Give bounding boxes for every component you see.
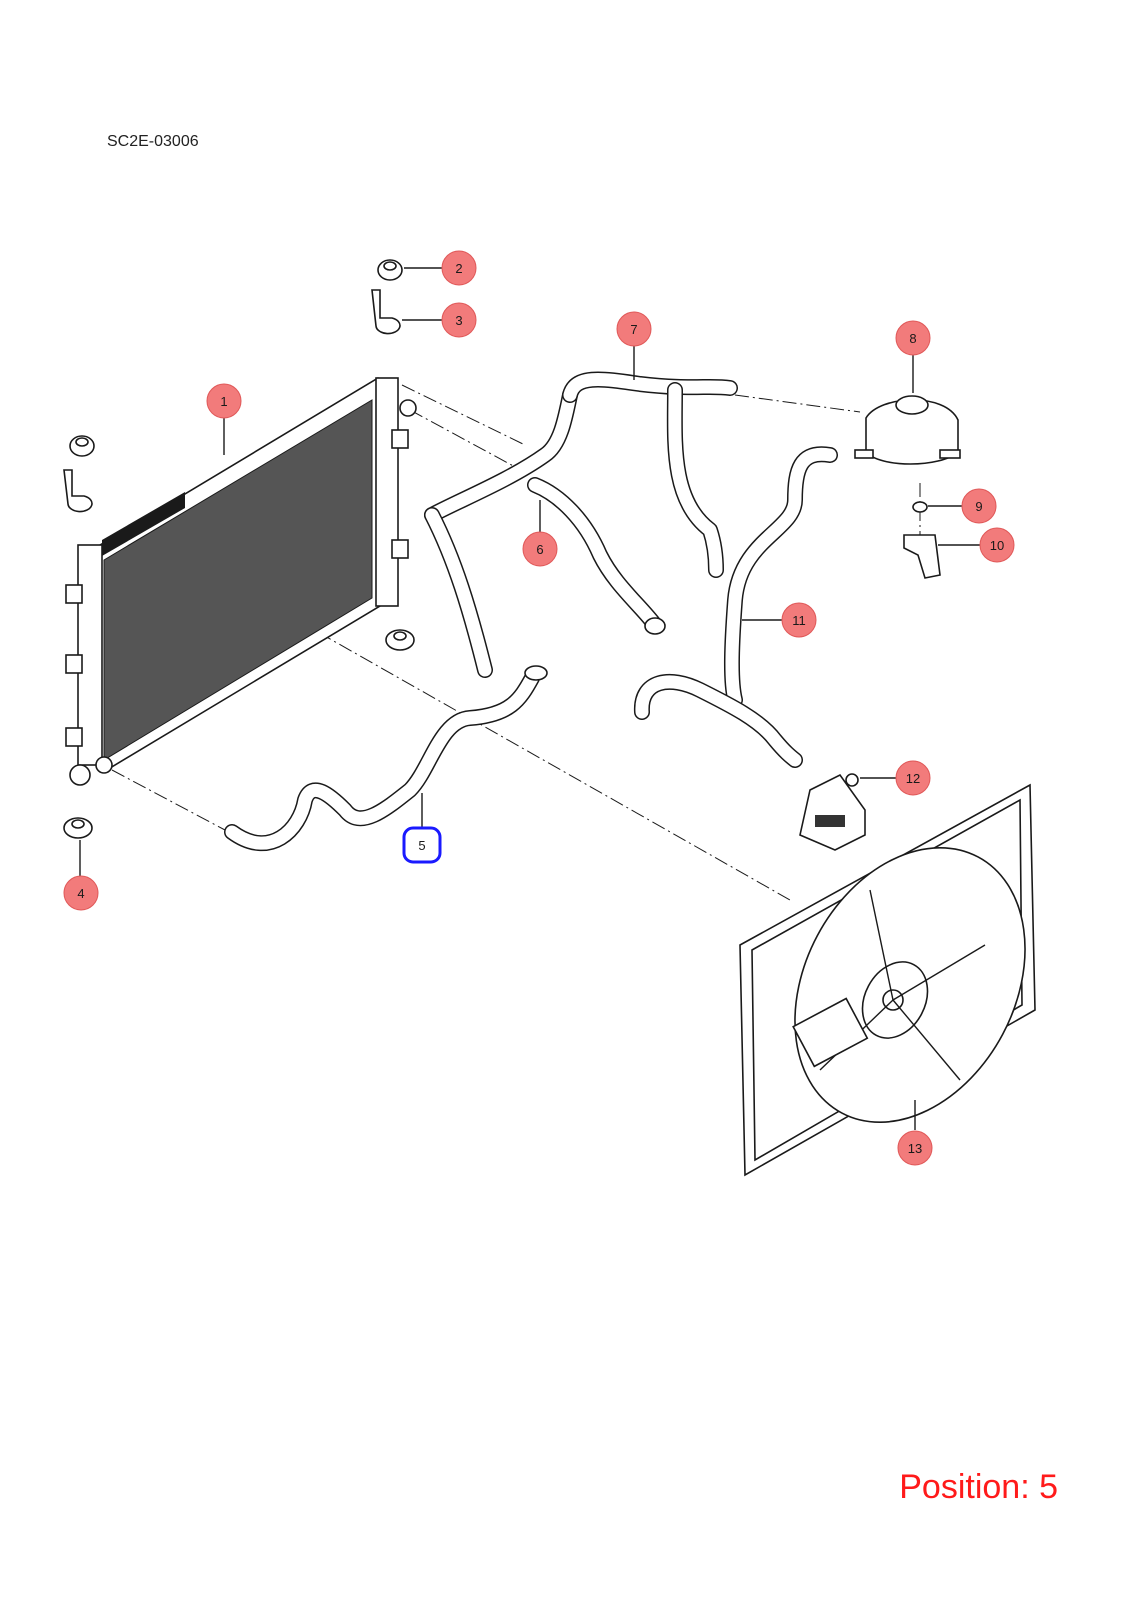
callout-11-label: 11 — [792, 613, 806, 628]
callout-13[interactable]: 13 — [897, 1130, 933, 1166]
lower-radiator-hose-part[interactable] — [224, 665, 548, 852]
callout-2[interactable]: 2 — [441, 250, 477, 286]
callout-leaders — [79, 267, 980, 1130]
callout-7[interactable]: 7 — [616, 311, 652, 347]
callout-1-label: 1 — [220, 394, 227, 409]
callout-10[interactable]: 10 — [979, 527, 1015, 563]
callout-1[interactable]: 1 — [206, 383, 242, 419]
selected-position-label: Position: 5 — [899, 1468, 1058, 1506]
callout-11[interactable]: 11 — [781, 602, 817, 638]
diagram-reference-code: SC2E-03006 — [107, 133, 199, 150]
callout-7-label: 7 — [630, 322, 637, 337]
callout-4-label: 4 — [77, 886, 84, 901]
callout-9-label: 9 — [975, 499, 982, 514]
tank-bracket-part[interactable] — [903, 534, 941, 579]
callout-4[interactable]: 4 — [63, 875, 99, 911]
expansion-tank-part[interactable] — [854, 395, 961, 465]
callout-9[interactable]: 9 — [961, 488, 997, 524]
callout-10-label: 10 — [990, 538, 1004, 553]
callout-12[interactable]: 12 — [895, 760, 931, 796]
upper-radiator-hose-part[interactable] — [424, 387, 666, 678]
callout-2-label: 2 — [455, 261, 462, 276]
callout-13-label: 13 — [908, 1141, 922, 1156]
vent-hose-part[interactable] — [562, 371, 738, 578]
callout-3-label: 3 — [455, 313, 462, 328]
callout-12-label: 12 — [906, 771, 920, 786]
electric-water-pump-part[interactable] — [799, 773, 866, 851]
callout-6-label: 6 — [536, 542, 543, 557]
callout-5-selected[interactable]: 5 — [402, 826, 442, 864]
upper-mount-rubber[interactable] — [69, 259, 403, 457]
callout-6[interactable]: 6 — [522, 531, 558, 567]
callout-8-label: 8 — [909, 331, 916, 346]
radiator-part[interactable] — [65, 377, 417, 786]
callout-5-label: 5 — [418, 838, 425, 853]
coolant-hose-part[interactable] — [633, 446, 838, 768]
upper-mount-bracket[interactable] — [63, 289, 401, 513]
callout-3[interactable]: 3 — [441, 302, 477, 338]
tank-grommet-part[interactable] — [912, 501, 928, 513]
fan-shroud-assembly-part[interactable] — [739, 783, 1071, 1177]
callout-8[interactable]: 8 — [895, 320, 931, 356]
lower-mount-rubber[interactable] — [63, 629, 415, 839]
